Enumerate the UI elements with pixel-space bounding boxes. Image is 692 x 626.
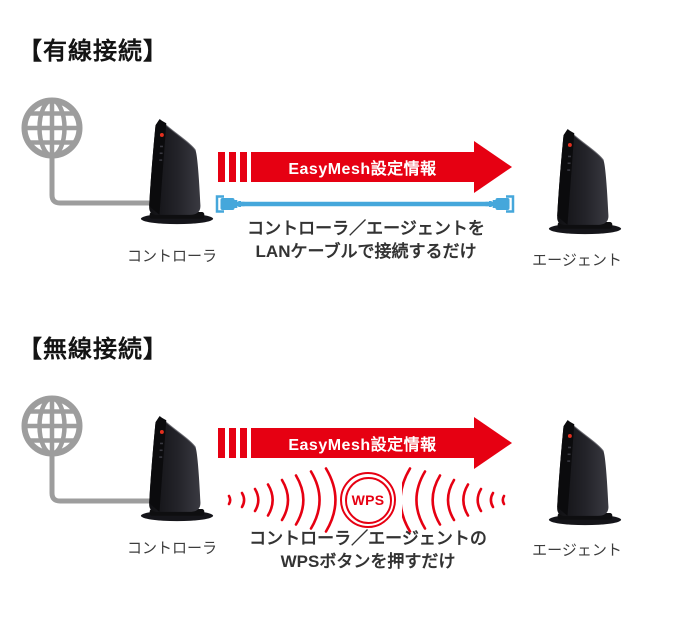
wireless-description: コントローラ／エージェントの WPSボタンを押すだけ [218,527,518,573]
wireless-description-line2: WPSボタンを押すだけ [280,552,456,571]
arrow-body: EasyMesh設定情報 [251,428,474,458]
internet-globe-icon [20,394,84,458]
arrow-dash-bar [229,428,236,458]
arrow-label: EasyMesh設定情報 [288,437,437,454]
controller-label: コントローラ [126,540,217,557]
arrow-dash-bar [218,428,225,458]
wireless-section-title: 【無線接続】 [18,336,168,363]
easymesh-arrow: EasyMesh設定情報 [218,141,512,193]
arrow-head [474,417,512,469]
arrow-dash-bar [218,152,225,182]
wireless-description-line1: コントローラ／エージェントの [249,529,487,548]
wired-description-line2: LANケーブルで接続するだけ [255,242,477,261]
arrow-body: EasyMesh設定情報 [251,152,474,182]
controller-label: コントローラ [126,248,217,265]
wired-description: コントローラ／エージェントを LANケーブルで接続するだけ [216,217,516,263]
internet-cable-line [49,158,150,206]
radio-waves-right-icon [402,467,506,533]
easymesh-arrow: EasyMesh設定情報 [218,417,512,469]
wps-button-icon: WPS [340,472,396,528]
wired-section-title: 【有線接続】 [18,38,168,65]
agent-label: エージェント [532,252,622,269]
wps-button-text: WPS [351,492,385,508]
arrow-dash-bar [240,428,247,458]
arrow-dash-bar [240,152,247,182]
internet-cable-line [49,456,150,504]
controller-router-image [138,412,216,526]
radio-waves-left-icon [227,467,337,533]
arrow-label: EasyMesh設定情報 [288,161,437,178]
arrow-dash-bar [229,152,236,182]
wired-description-line1: コントローラ／エージェントを [247,219,485,238]
agent-label: エージェント [532,542,622,559]
lan-cable-image [215,195,515,213]
arrow-head [474,141,512,193]
agent-router-image [546,416,624,530]
wps-wave-group: WPS [218,467,512,533]
